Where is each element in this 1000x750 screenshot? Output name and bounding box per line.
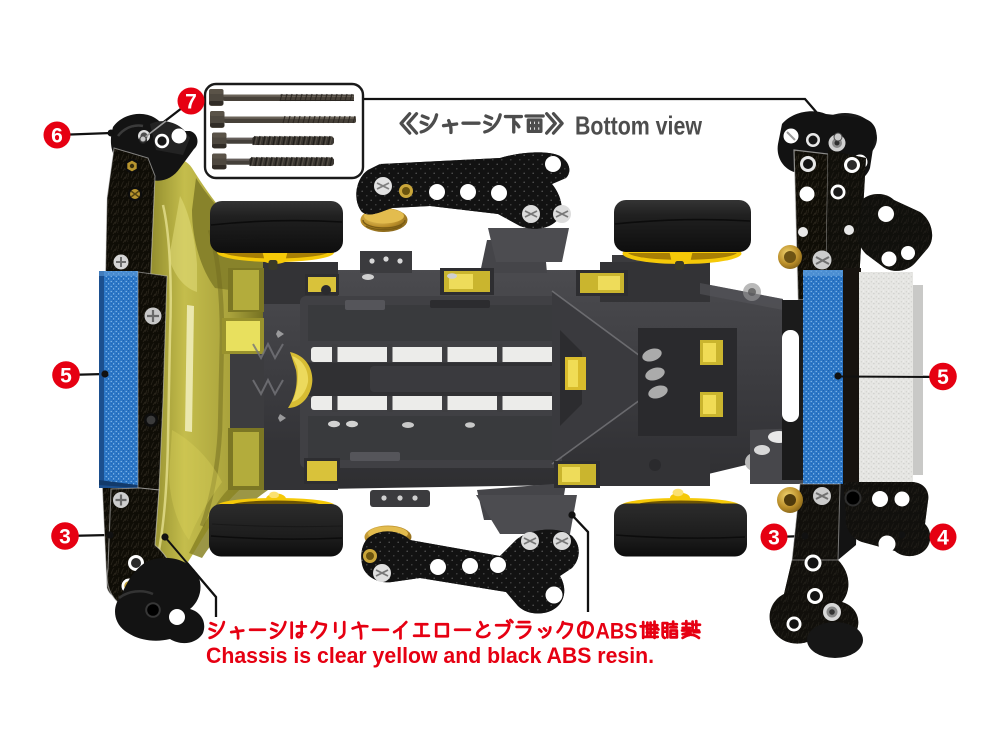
svg-text:5: 5: [937, 366, 949, 389]
svg-text:7: 7: [185, 91, 197, 114]
svg-text:ABS: ABS: [596, 619, 638, 644]
svg-text:3: 3: [768, 527, 780, 550]
svg-text:Chassis is clear yellow and bl: Chassis is clear yellow and black ABS re…: [206, 643, 654, 668]
svg-text:5: 5: [60, 365, 72, 388]
svg-text:3: 3: [59, 526, 71, 549]
svg-text:6: 6: [51, 125, 63, 148]
svg-text:Bottom view: Bottom view: [575, 111, 703, 141]
svg-text:4: 4: [937, 527, 949, 550]
